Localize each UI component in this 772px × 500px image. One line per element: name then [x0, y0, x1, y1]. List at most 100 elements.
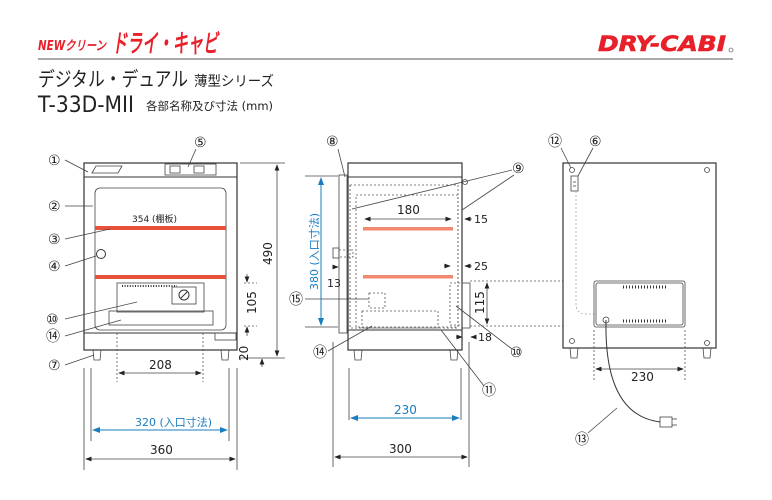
- door-window: [94, 187, 227, 331]
- brand-prefix: NEWクリーン: [38, 39, 107, 54]
- series-title: デジタル・デュアル: [38, 67, 188, 91]
- drawing-line: [178, 289, 190, 301]
- callout-3: ③: [48, 232, 61, 248]
- callout-12: ⑫: [548, 134, 562, 150]
- dim-opening-height: 380 (入口寸法): [307, 213, 321, 290]
- drawing-line: [461, 174, 515, 211]
- dim-unit-height: 105: [245, 291, 259, 314]
- dim-unit-width: 230: [631, 370, 654, 384]
- drawing-line: [575, 191, 594, 315]
- callout-2: ②: [48, 199, 61, 215]
- drawing-line: [355, 194, 459, 328]
- side-view: ⑧ ⑨ ⑮ ⑭ ⑩ ⑪ 380 (入口寸法) 13 180 15 25 115 …: [289, 134, 594, 467]
- callout-10: ⑩: [46, 312, 59, 328]
- rear-view: ⑫ ⑥ ⑬ 230: [548, 134, 717, 448]
- drawing-line: [327, 325, 373, 352]
- dry-cabi-logo: DRY-CABI: [598, 32, 726, 56]
- foot: [92, 349, 102, 361]
- brand-name-logo: ドライ・キャビ: [112, 29, 220, 58]
- drawing-line: [587, 407, 618, 434]
- model-name: T-33D-MII: [37, 93, 134, 118]
- drawing-line: [338, 249, 354, 258]
- drawing-line: [577, 147, 594, 177]
- dim-opening-width: 320 (入口寸法): [135, 415, 212, 429]
- drawing-line: [64, 301, 138, 320]
- dim-width: 360: [150, 443, 173, 457]
- control-panel: [164, 163, 217, 176]
- callout-5: ⑤: [194, 135, 207, 151]
- shelf-upper: [95, 226, 226, 230]
- drawing-line: [569, 167, 575, 173]
- display-window: [91, 165, 123, 174]
- unit-back-panel: [461, 282, 471, 329]
- callout-14: ⑭: [46, 329, 60, 345]
- dim-top-gap: 15: [474, 213, 488, 226]
- drawing-line: [64, 159, 89, 173]
- front-view: 354 (棚板) ① ② ③ ④ ⑤ ⑦ ⑩ ⑭ 490 105 20 208: [46, 135, 285, 470]
- tray-side: [361, 310, 439, 329]
- door-edge: [338, 174, 348, 334]
- drawing-line: [455, 305, 513, 350]
- drawing-line: [171, 286, 197, 305]
- drawing-line: [214, 332, 237, 341]
- cabinet-side: [347, 162, 463, 351]
- dim-shelf-gap: 25: [474, 260, 488, 273]
- cabinet-rear: [562, 162, 717, 349]
- shelf-lower: [95, 275, 226, 279]
- dim-door: 13: [327, 277, 341, 290]
- callout-6: ⑥: [589, 134, 602, 150]
- dim-inner-depth: 230: [394, 403, 417, 417]
- drip-tray: [108, 310, 214, 326]
- drawing-line: [449, 349, 459, 361]
- callout-4: ④: [48, 259, 61, 275]
- dim-depth: 300: [389, 442, 412, 456]
- dehumidifier-rear: [593, 280, 686, 328]
- dim-height: 490: [261, 242, 275, 265]
- drawing-line: [64, 319, 122, 337]
- drawing-line: [349, 184, 459, 329]
- header: NEWクリーン ドライ・キャビ DRY-CABI デジタル・デュアル 薄型シリー…: [37, 29, 734, 118]
- drawing-line: [64, 255, 97, 267]
- power-switch: [570, 175, 579, 192]
- power-plug-icon: [659, 416, 673, 428]
- drawing-line: [440, 329, 485, 387]
- drawing-line: [169, 165, 181, 174]
- dehumidifier-unit: [116, 282, 205, 313]
- registered-mark-icon: [728, 47, 734, 53]
- drawing-line: [569, 338, 575, 344]
- callout-9: ⑨: [512, 161, 525, 177]
- drawing-line: [353, 349, 363, 361]
- page-subtitle: 各部名称及び寸法 (mm): [146, 99, 273, 113]
- callout-1: ①: [48, 153, 61, 169]
- series-suffix: 薄型シリーズ: [194, 74, 274, 90]
- drawing-line: [702, 347, 712, 359]
- dim-shelf-depth: 180: [397, 203, 420, 217]
- door-knob: [96, 249, 106, 259]
- dim-unit-height-side: 115: [473, 291, 487, 314]
- drawing-line: [704, 167, 710, 173]
- callout-13: ⑬: [575, 432, 589, 448]
- drawing-line: [560, 147, 572, 169]
- shelf-lower-side: [363, 275, 453, 279]
- callout-8: ⑧: [326, 134, 339, 150]
- callout-14-side: ⑭: [313, 345, 327, 361]
- drawing-line: [64, 228, 111, 240]
- drawing-line: [193, 165, 205, 174]
- drawing-line: [337, 148, 346, 178]
- drawing-line: [187, 148, 197, 168]
- cabinet-body: [83, 162, 238, 351]
- drawing-line: [704, 340, 710, 346]
- callout-15: ⑮: [289, 292, 303, 308]
- dim-leg: 20: [237, 346, 251, 361]
- drawing-line: [64, 354, 95, 366]
- callout-7: ⑦: [48, 358, 61, 374]
- drawing-line: [569, 347, 579, 359]
- sensor-box: [368, 292, 386, 309]
- drawing-line: [180, 291, 188, 299]
- dim-back: 18: [478, 331, 492, 344]
- dim-leg-span: 208: [149, 358, 172, 372]
- callout-10-side: ⑩: [510, 345, 523, 361]
- drawing-line: [351, 169, 513, 210]
- callout-11: ⑪: [482, 383, 496, 399]
